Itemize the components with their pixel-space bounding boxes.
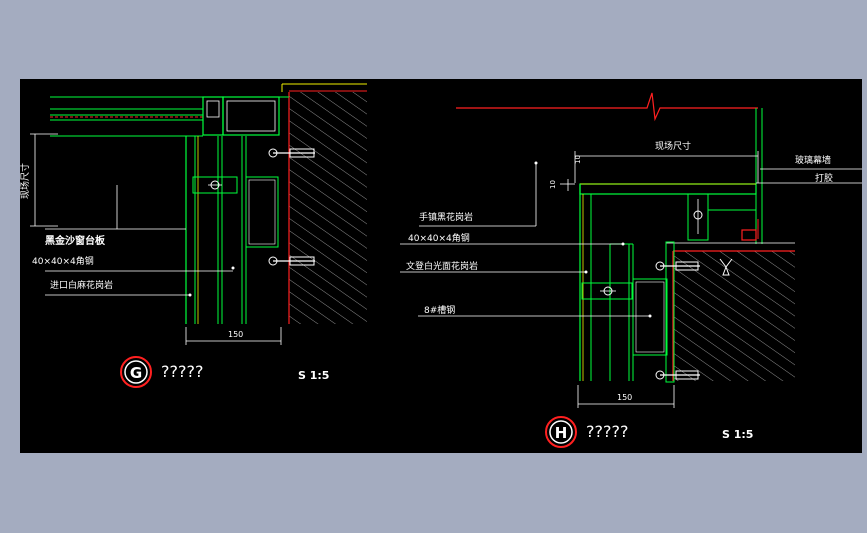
scale-h: S 1:5 <box>722 428 753 441</box>
cad-drawing: 现场尺寸 黑金沙窗台板 40×40×4角钢 进口白麻花岗岩 150 G ????… <box>19 83 862 448</box>
break-line-h <box>456 92 758 122</box>
concrete-wall-h <box>673 251 795 381</box>
concrete-wall-g <box>289 92 367 324</box>
anchor-bolt-h-2 <box>655 370 700 380</box>
section-marker-h: H <box>545 416 577 448</box>
caption-g: ????? <box>161 362 203 381</box>
label-sill-g: 黑金沙窗台板 <box>45 234 106 247</box>
dim-10a-h: 10 <box>574 155 582 164</box>
label-curtain-wall: 玻璃幕墙 <box>795 154 831 166</box>
label-white-granite-h: 文登白光面花岗岩 <box>406 260 478 272</box>
scale-g: S 1:5 <box>298 369 329 382</box>
stone-clip-g <box>192 176 238 194</box>
section-marker-g: G <box>120 356 152 388</box>
caption-h: ????? <box>586 422 628 441</box>
window-frame-box <box>202 96 224 136</box>
anchor-bolt-g-2 <box>268 256 315 266</box>
cap-stone-h <box>579 183 757 195</box>
label-angle-h: 40×40×4角钢 <box>408 232 470 244</box>
anchor-bolt-h-3 <box>719 258 733 276</box>
label-granite-g: 进口白麻花岗岩 <box>50 279 113 291</box>
detail-h: 现场尺寸 10 10 玻璃幕墙 打胶 手镇黑花岗岩 40×40×4角钢 文登白光… <box>400 92 862 448</box>
dim-150-g: 150 <box>228 330 243 339</box>
label-site-size-g: 现场尺寸 <box>20 163 31 199</box>
marker-letter-h: H <box>555 424 568 442</box>
label-sealant: 打胶 <box>815 172 833 184</box>
anchor-bolt-h-1 <box>655 261 700 271</box>
dim-10b-h: 10 <box>549 180 557 189</box>
upper-bracket-h <box>687 193 709 241</box>
label-angle-g: 40×40×4角钢 <box>32 255 94 267</box>
anchor-bolt-g-1 <box>268 148 315 158</box>
label-site-size-h: 现场尺寸 <box>655 140 691 152</box>
marker-letter-g: G <box>130 364 142 382</box>
cad-drawing-viewport[interactable]: 现场尺寸 黑金沙窗台板 40×40×4角钢 进口白麻花岗岩 150 G ????… <box>19 79 862 453</box>
dim-150-h: 150 <box>617 393 632 402</box>
label-channel-h: 8#槽钢 <box>424 304 455 316</box>
label-black-granite-h: 手镇黑花岗岩 <box>419 211 473 223</box>
detail-g: 现场尺寸 黑金沙窗台板 40×40×4角钢 进口白麻花岗岩 150 G ????… <box>19 83 367 388</box>
stone-clip-h <box>581 282 633 300</box>
